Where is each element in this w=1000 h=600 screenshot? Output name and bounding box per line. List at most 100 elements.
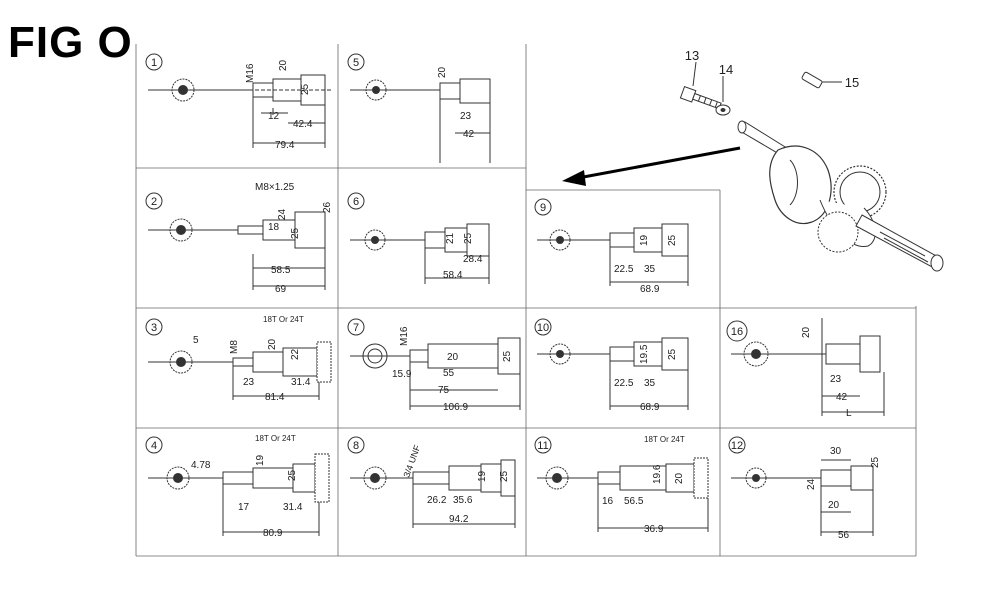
dim-length: 68.9 (640, 284, 660, 295)
dim-b: 25 (463, 232, 474, 244)
panel-1: 1 M16 20 25 12 42.4 79.4 (145, 53, 333, 151)
panel-10: 10 19.5 25 22.5 35 68.9 (534, 318, 689, 413)
dim-d: 56.5 (624, 496, 644, 507)
dim-a: 19.6 (652, 464, 663, 484)
panel-number: 8 (353, 440, 359, 452)
dim-c: 22.5 (614, 264, 634, 275)
dim-c: 55 (443, 368, 455, 379)
panel-grid (135, 44, 917, 557)
dim-c: 16 (602, 496, 614, 507)
panel-number: 2 (151, 196, 157, 208)
dim-b: 25 (667, 348, 678, 360)
dim-d: 58.5 (271, 265, 291, 276)
figure-title: FIG O (8, 18, 133, 67)
callout-13: 13 (685, 48, 699, 63)
pointer-arrow-icon (562, 146, 741, 186)
dim-e: 26 (322, 201, 333, 213)
dim-a: 19 (255, 454, 266, 466)
shaft-side-view-icon (424, 223, 490, 284)
dim-b: 22 (290, 348, 301, 360)
dim-b: 20 (674, 472, 685, 484)
shaft-side-view-icon (243, 74, 333, 148)
dim-a: 24 (277, 208, 288, 220)
panel-number: 12 (731, 440, 743, 452)
gear-note: 18T Or 24T (263, 315, 304, 324)
dim-d: 31.4 (283, 502, 303, 513)
dim-d: 35.6 (453, 495, 473, 506)
panel-16: 16 20 23 42 L (726, 318, 885, 419)
dim-a: 20 (801, 326, 812, 338)
panel-number: 11 (537, 440, 548, 452)
panel-number: 6 (353, 196, 359, 208)
gear-note: 18T Or 24T (255, 434, 296, 443)
dim-b: 23 (830, 374, 842, 385)
panel-11: 11 18T Or 24T 16 56.5 19.6 20 36.9 (534, 435, 709, 535)
dim-s: 24 (806, 478, 817, 490)
dim-thread: M16 (245, 63, 256, 83)
callout-15: 15 (845, 75, 859, 90)
dim-thread: M8 (229, 340, 240, 354)
panel-9: 9 19 25 22.5 35 68.9 (534, 198, 689, 295)
dim-length: L (846, 408, 852, 419)
dim-a: 19 (639, 234, 650, 246)
dim-c: 23 (243, 377, 255, 388)
dim-thread: M8×1.25 (255, 182, 295, 193)
gear-note: 18T Or 24T (644, 435, 685, 444)
panel-number: 9 (540, 202, 546, 214)
key-icon (801, 71, 823, 89)
dim-length: 81.4 (265, 392, 285, 403)
dim-length: 56 (838, 530, 850, 541)
dim-thread: M16 (399, 326, 410, 346)
panel-number: 1 (151, 57, 157, 69)
dim-c: 17 (238, 502, 250, 513)
shaft-side-view-icon (820, 459, 874, 536)
panel-12: 12 30 25 24 20 56 (728, 436, 881, 541)
dim-length: 69 (275, 284, 287, 295)
dim-c: 22.5 (614, 378, 634, 389)
panel-3: 3 5 M8 20 22 18T Or 24T 23 31.4 81.4 (145, 315, 332, 403)
panel-7: 7 M16 15.9 20 25 55 75 106.9 (347, 318, 521, 413)
shaft-side-view-icon (409, 337, 521, 410)
dim-length: 79.4 (275, 140, 295, 151)
dim-a: 19 (477, 470, 488, 482)
dim-d: 42 (836, 392, 848, 403)
dim-s: 15.9 (392, 369, 412, 380)
panel-6: 6 21 25 28.4 58.4 (347, 192, 490, 284)
shaft-side-view-icon (232, 341, 332, 400)
dim-b: 23 (460, 111, 472, 122)
dim-a: 20 (437, 66, 448, 78)
dim-b: 25 (290, 227, 301, 239)
panel-5: 5 20 23 42 (347, 53, 491, 163)
panel-number: 3 (151, 322, 157, 334)
panel-number: 7 (353, 322, 359, 334)
shaft-side-view-icon (222, 453, 330, 536)
panel-number: 16 (731, 326, 743, 338)
dim-b: 25 (499, 470, 510, 482)
dim-d: 42.4 (293, 119, 313, 130)
dim-a: 20 (447, 352, 459, 363)
crankshaft-illustration: 13 14 15 (562, 48, 944, 272)
dim-b: 25 (300, 83, 311, 95)
dim-d: 31.4 (291, 377, 311, 388)
panel-number: 5 (353, 57, 359, 69)
dim-length: 68.9 (640, 402, 660, 413)
dim-b: 25 (870, 456, 881, 468)
panel-number: 10 (537, 322, 549, 334)
dim-a: 30 (830, 446, 842, 457)
dim-c: 20 (828, 500, 840, 511)
panel-number: 4 (151, 440, 157, 452)
dim-length: 80.9 (263, 528, 283, 539)
shaft-side-view-icon (821, 318, 885, 416)
dim-d: 42 (463, 129, 475, 140)
dim-b: 25 (287, 469, 298, 481)
dim-b: 25 (502, 350, 513, 362)
panel-4: 4 4.78 19 25 18T Or 24T 17 31.4 80.9 (145, 434, 330, 539)
shaft-side-view-icon (609, 223, 689, 286)
dim-c: 26.2 (427, 495, 447, 506)
dim-d: 35 (644, 378, 656, 389)
washer-icon (715, 104, 731, 116)
panel-2: 2 M8×1.25 24 25 26 18 58.5 69 (145, 182, 333, 295)
shaft-side-view-icon (609, 337, 689, 410)
dim-c: 18 (268, 222, 280, 233)
